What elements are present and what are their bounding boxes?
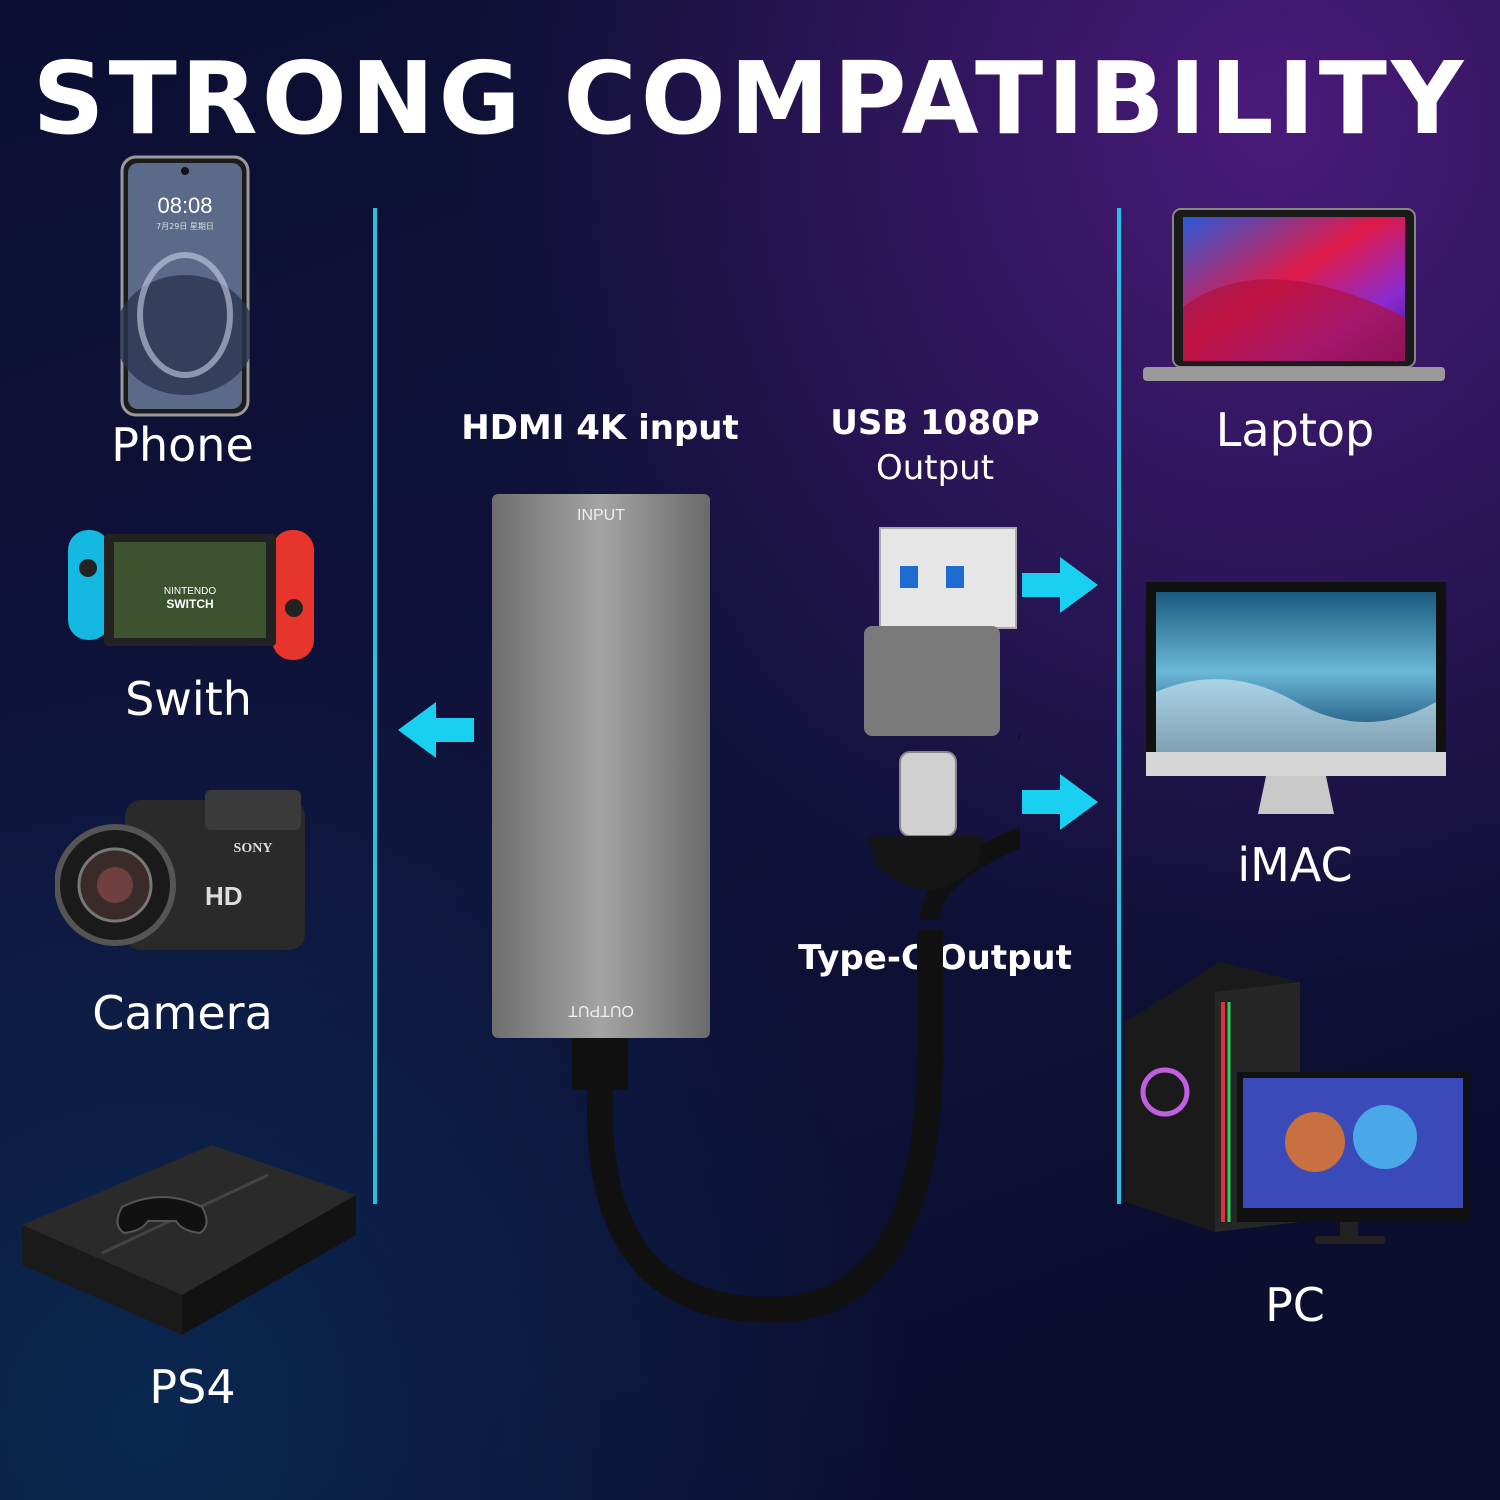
switch-logo-line2: SWITCH [166,597,213,611]
left-divider-line [373,208,377,1204]
camera-hd-badge: HD [205,881,243,911]
device-label-laptop: Laptop [1215,403,1375,457]
device-label-switch: Swith [125,672,252,726]
phone-time: 08:08 [157,193,212,218]
device-label-imac: iMAC [1237,838,1353,892]
camera-brand: SONY [234,841,273,856]
ps4-icon [22,1145,356,1335]
usb-output-label-line2: Output [875,448,995,488]
port-input-label: INPUT [577,507,625,524]
phone-date: 7月29日 星期日 [156,222,214,231]
device-label-camera: Camera [92,986,273,1040]
pc-icon [1125,962,1469,1244]
game-console-icon: NINTENDO SWITCH [68,530,314,660]
hdmi-input-label: HDMI 4K input [461,408,739,448]
arrow-right-icon [1022,557,1098,613]
imac-icon [1146,582,1446,814]
page-title: STRONG COMPATIBILITY [32,40,1468,157]
phone-icon: 08:08 7月29日 星期日 [120,155,250,417]
right-divider-line [1117,208,1121,1204]
device-label-ps4: PS4 [149,1360,236,1414]
arrow-left-icon [398,702,474,758]
laptop-icon [1143,208,1445,381]
device-label-pc: PC [1265,1278,1325,1332]
switch-logo-line1: NINTENDO [164,586,216,597]
usb-output-label-line1: USB 1080P [830,403,1040,443]
port-output-label: OUTPUT [568,1002,634,1019]
camcorder-icon: SONY HD [55,790,305,950]
capture-adapter-diagram: INPUT OUTPUT [492,494,1020,1324]
device-label-phone: Phone [111,418,254,472]
arrow-right-icon [1022,774,1098,830]
